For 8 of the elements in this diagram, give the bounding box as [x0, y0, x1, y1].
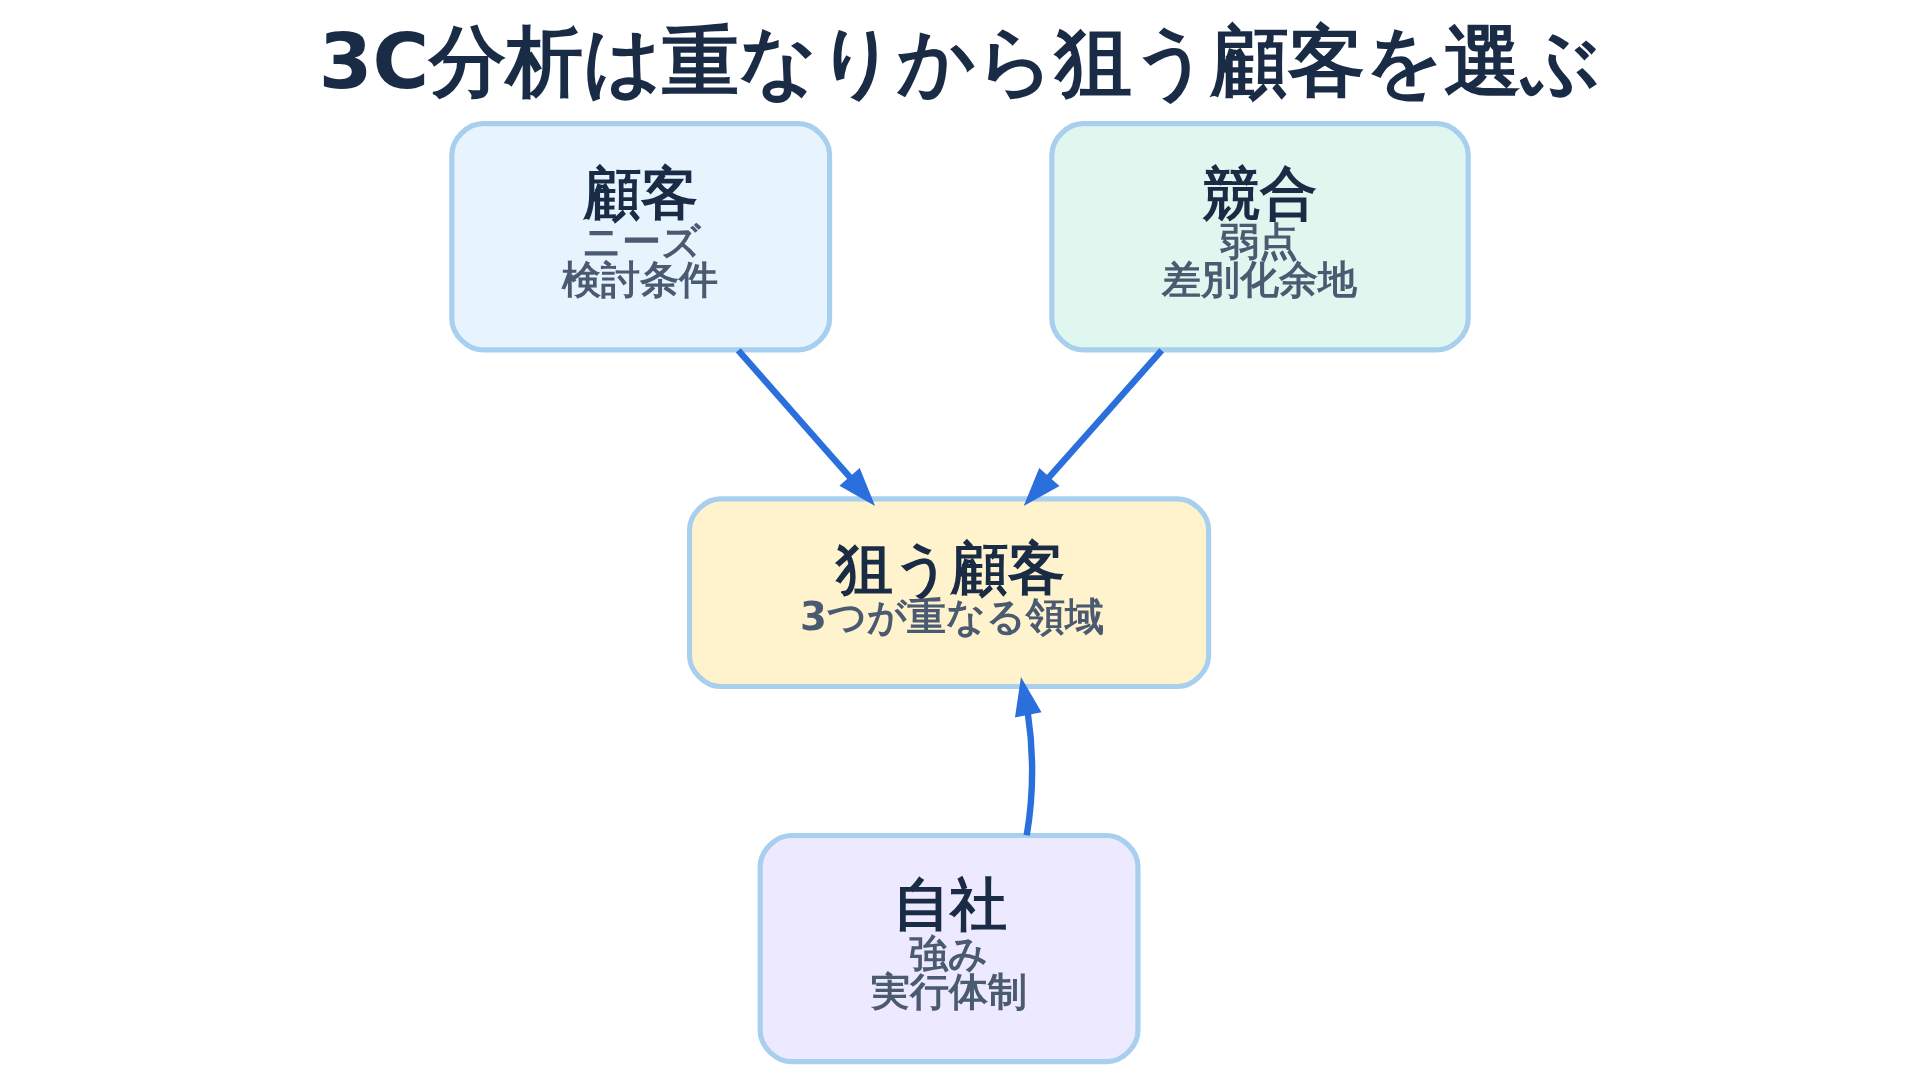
- node-box: 自社 強み 実行体制: [757, 832, 1141, 1065]
- diagram-title: 3C分析は重なりから狙う顧客を選ぶ: [318, 15, 1601, 106]
- node-box: 狙う顧客 3つが重なる領域: [686, 496, 1212, 690]
- node-box: 顧客 ニーズ 検討条件: [449, 121, 833, 353]
- arrow: [1015, 676, 1042, 836]
- arrow: [735, 348, 876, 506]
- node-box: 競合 弱点 差別化余地: [1049, 121, 1471, 353]
- arrow: [1023, 348, 1165, 506]
